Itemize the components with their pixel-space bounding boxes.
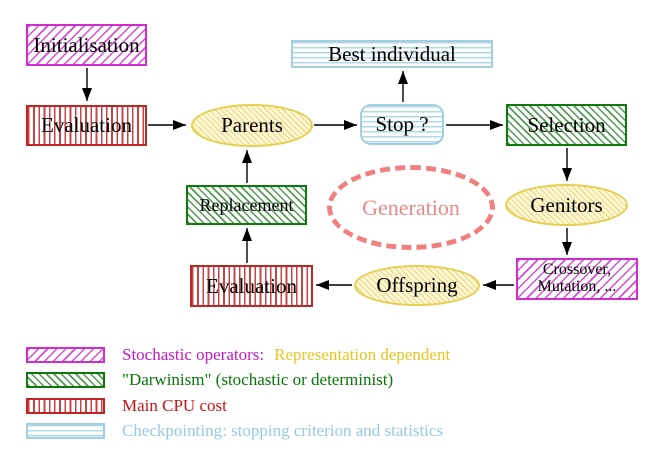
legend-label-darwinism: "Darwinism" (stochastic or determinist) <box>122 370 394 389</box>
node-crossover-mutation: Crossover, Mutation, ... <box>516 258 638 300</box>
node-offspring: Offspring <box>354 265 480 306</box>
legend-swatch-magenta-hatch <box>26 347 105 363</box>
node-selection: Selection <box>506 104 627 146</box>
legend-swatch-green-hatch <box>26 372 105 388</box>
node-best-individual: Best individual <box>291 40 493 68</box>
node-generation: Generation <box>327 165 495 250</box>
node-replacement: Replacement <box>186 185 307 225</box>
legend-swatch-red-stripes <box>26 398 105 414</box>
node-evaluation-top: Evaluation <box>26 105 147 146</box>
crossover-line: Crossover, <box>542 261 612 279</box>
node-stop: Stop ? <box>360 104 444 145</box>
node-parents: Parents <box>191 104 313 147</box>
legend-label-representation-dependent: Representation dependent <box>274 345 451 364</box>
legend-swatch-cyan-stripes <box>26 423 105 439</box>
node-genitors: Genitors <box>505 184 628 226</box>
crossover-mutation-label: Crossover, Mutation, ... <box>537 261 617 296</box>
legend-label-stochastic-operators: Stochastic operators: <box>122 345 265 364</box>
legend-label-checkpointing: Checkpointing: stopping criterion and st… <box>122 421 444 440</box>
node-evaluation-bottom: Evaluation <box>190 265 313 307</box>
legend-row-checkpointing: Checkpointing: stopping criterion and st… <box>26 421 444 440</box>
node-initialisation: Initialisation <box>26 24 147 66</box>
legend-label-main-cpu-cost: Main CPU cost <box>122 396 227 415</box>
mutation-line: Mutation, ... <box>537 278 617 295</box>
legend-row-main-cpu-cost: Main CPU cost <box>26 396 227 415</box>
legend-row-darwinism: "Darwinism" (stochastic or determinist) <box>26 370 394 389</box>
legend-row-stochastic-operators: Stochastic operators: Representation dep… <box>26 345 451 364</box>
